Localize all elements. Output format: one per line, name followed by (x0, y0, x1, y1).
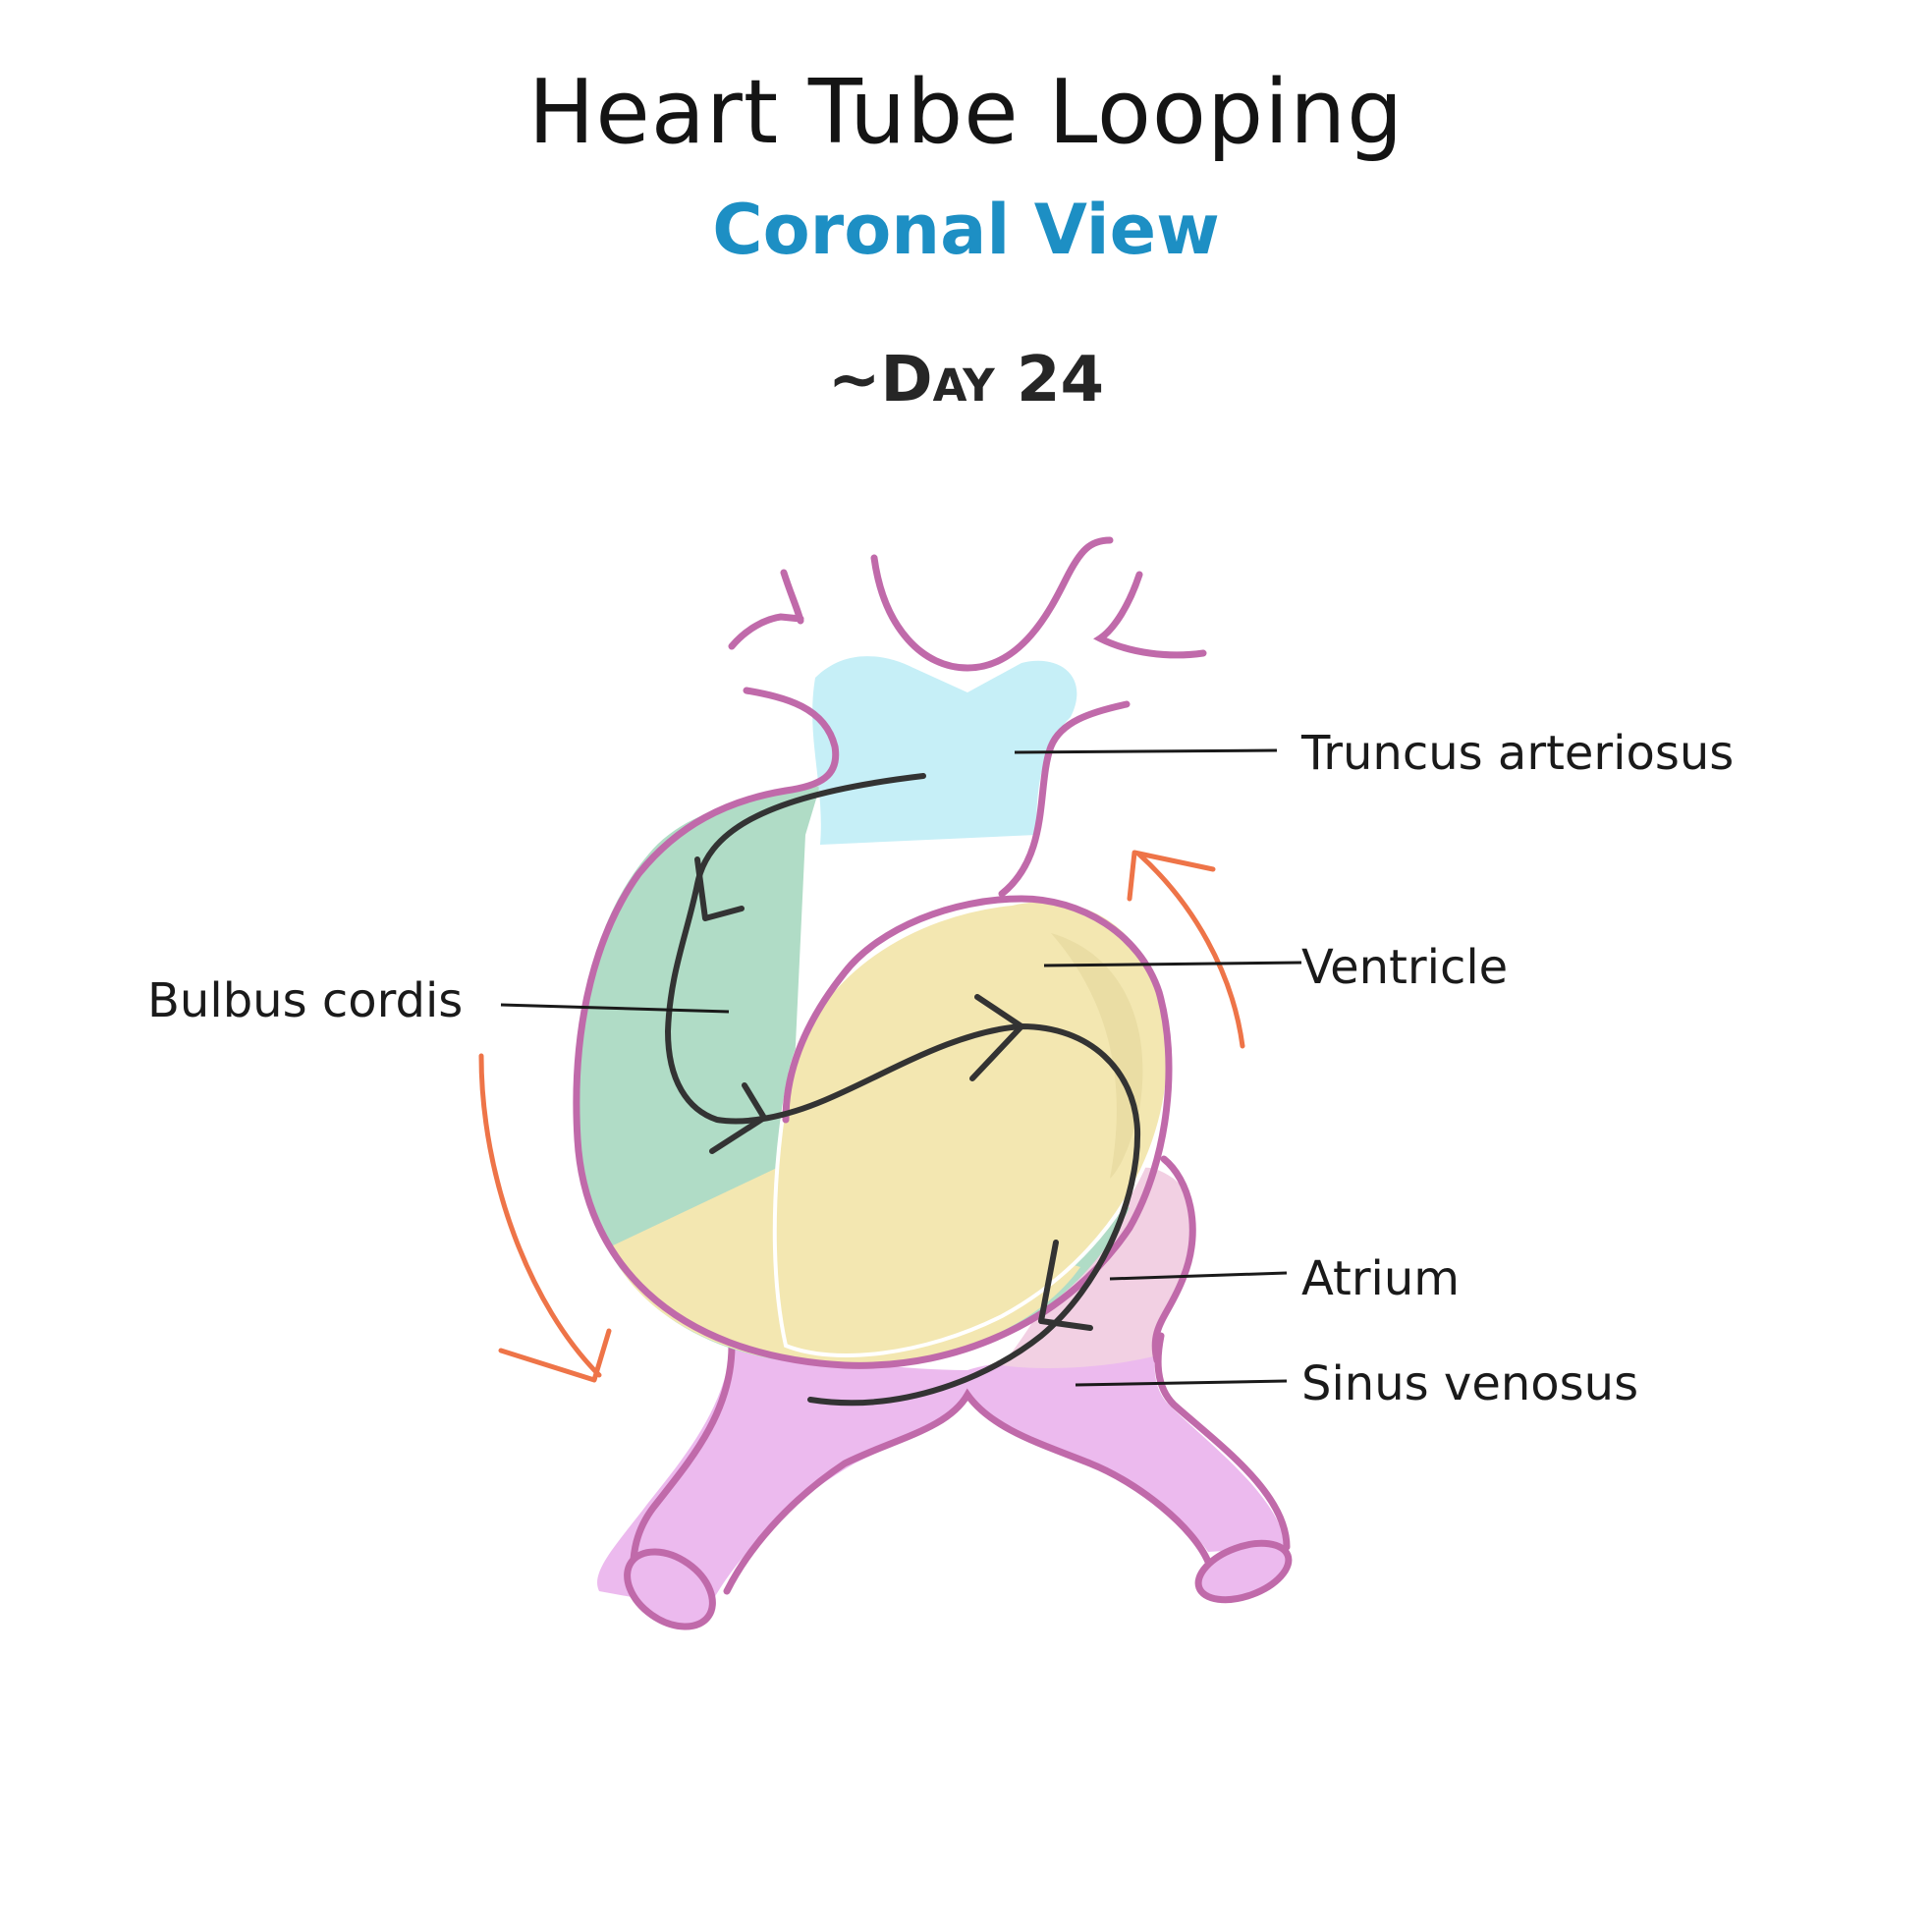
sinus-left-horn-opening (624, 1548, 716, 1630)
aortic-arch-right (1093, 571, 1207, 659)
label-atrium: Atrium (1301, 1251, 1460, 1306)
truncus-right-outline (998, 700, 1131, 898)
diagram-title: Heart Tube Looping (527, 61, 1405, 164)
sinus-venosus-region (597, 1326, 1287, 1611)
leader-truncus (1014, 748, 1278, 754)
rotation-arrow-right-head (1127, 850, 1216, 902)
flow-arrowhead-1 (694, 856, 745, 921)
leader-ventricle (1043, 961, 1302, 967)
blood-flow-path (664, 773, 1141, 1407)
stage-label: ~Day 24 (827, 344, 1105, 416)
flow-arrowhead-4 (1038, 1240, 1093, 1331)
aortic-arch-center (870, 536, 1114, 672)
leader-sinus (1075, 1379, 1288, 1387)
diagram-subtitle: Coronal View (712, 190, 1220, 270)
rotation-arrow-left-head (498, 1328, 612, 1383)
label-bulbus-cordis: Bulbus cordis (147, 973, 463, 1028)
aortic-arch-left (728, 569, 804, 650)
ventricle-shading (1051, 933, 1143, 1179)
label-sinus-venosus: Sinus venosus (1301, 1356, 1638, 1411)
leader-bulbus (500, 1003, 730, 1014)
rotation-arrow-left (478, 1053, 602, 1378)
heart-tube-outline (573, 687, 1173, 1369)
flow-arrowhead-2 (709, 1082, 767, 1154)
leader-atrium (1109, 1271, 1288, 1281)
truncus-arteriosus-region (812, 656, 1077, 845)
label-ventricle: Ventricle (1301, 940, 1508, 995)
flow-arrowhead-3 (969, 994, 1024, 1081)
label-truncus-arteriosus: Truncus arteriosus (1300, 726, 1734, 781)
rotation-arrow-right (1136, 852, 1245, 1049)
sinus-right-horn-opening (1194, 1539, 1293, 1604)
